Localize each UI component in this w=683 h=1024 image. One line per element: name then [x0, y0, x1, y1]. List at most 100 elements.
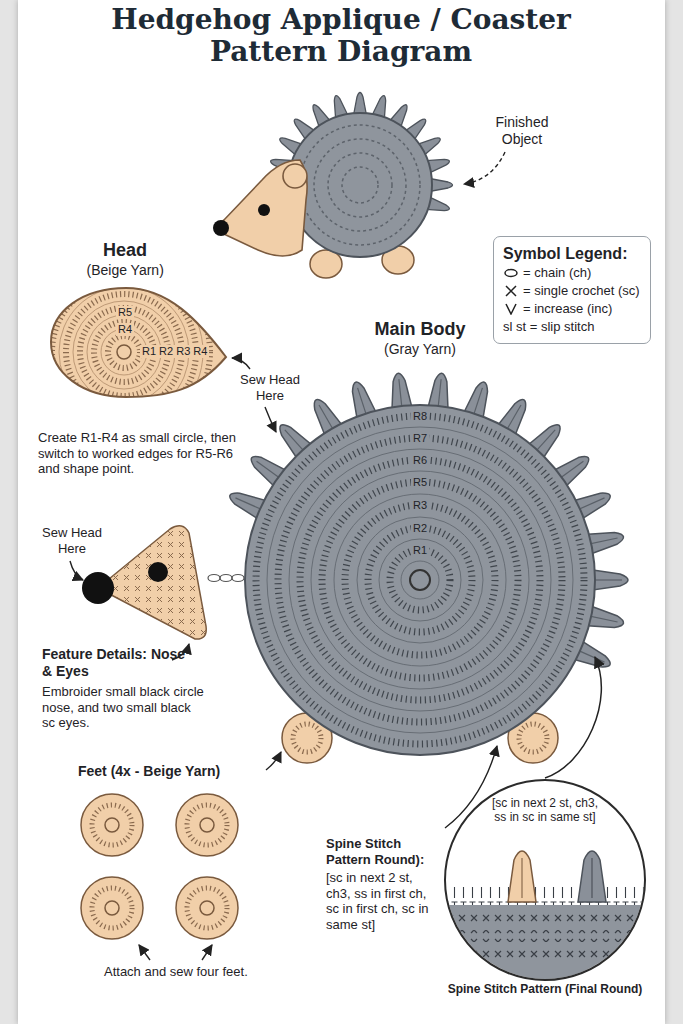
spine-detail-circle-outline	[445, 780, 645, 980]
main-body-fill	[300, 460, 540, 700]
main-body-fill	[390, 550, 450, 610]
section-subheading: (Gray Yarn)	[384, 341, 456, 358]
leader-arrows	[464, 152, 505, 184]
round-label: R1 R2 R3 R4	[140, 345, 209, 358]
head-piece-outline	[51, 288, 226, 397]
head-piece-outline	[48, 285, 230, 400]
feet-pieces	[200, 818, 214, 832]
round-label: R2	[411, 522, 429, 535]
spine-detail-fill	[521, 858, 522, 898]
stitch-symbol	[503, 267, 519, 279]
head-piece-fill	[38, 266, 210, 438]
increase-symbol	[506, 304, 516, 314]
head-piece: R5R4 R1 R2 R3 R4	[48, 285, 230, 400]
main-body-fill	[267, 427, 573, 733]
finished-hedgehog	[213, 220, 229, 236]
main-body-fill	[208, 575, 220, 582]
feet-pieces	[92, 888, 132, 928]
head-piece-fill	[108, 336, 140, 368]
head-piece-fill	[38, 266, 210, 438]
leader-arrows	[202, 945, 212, 960]
head-piece-fill	[51, 288, 226, 397]
head-piece-fill	[38, 266, 226, 438]
spine-detail-fill	[445, 910, 645, 922]
finished-hedgehog	[342, 167, 378, 203]
spine-detail-fill	[445, 930, 645, 942]
legend-row: = single crochet (sc)	[503, 282, 640, 300]
face-detail	[98, 526, 206, 639]
feet-pieces	[105, 901, 119, 915]
finished-hedgehog	[213, 93, 453, 279]
feet-pieces	[81, 877, 143, 939]
main-body-fill	[519, 724, 547, 752]
section-heading: Feet (4x - Beige Yarn)	[78, 763, 220, 780]
feet-pieces	[187, 888, 227, 928]
round-label: R5	[411, 476, 429, 489]
leader-arrows	[70, 152, 505, 960]
feet-pieces	[176, 877, 238, 939]
round-label: R1	[411, 544, 429, 557]
round-label: R5	[116, 306, 134, 319]
section-heading: Main Body	[375, 319, 466, 341]
legend-row: = chain (ch)	[503, 264, 640, 282]
stitch-note: [sc in next 2 st, ch3, ss in sc in same …	[486, 796, 604, 825]
spine-detail-fill	[445, 780, 645, 980]
section-heading: Feature Details: Nose & Eyes	[42, 646, 192, 680]
round-label: R4	[116, 323, 134, 336]
legend-text: sl st = slip stitch	[503, 318, 594, 336]
leader-arrows	[70, 561, 83, 580]
face-detail	[98, 526, 206, 639]
feet-pieces	[81, 794, 238, 939]
main-body-fill	[345, 505, 495, 655]
main-body-fill	[256, 416, 584, 744]
finished-hedgehog	[283, 164, 307, 188]
callout-text: Sew Head Here	[236, 372, 304, 403]
feet-pieces	[105, 818, 119, 832]
legend-text: = chain (ch)	[523, 264, 591, 282]
connector-arrow	[545, 657, 601, 778]
main-body-fill	[293, 724, 321, 752]
spine-detail-fill	[445, 780, 645, 985]
leader-arrows	[232, 358, 250, 369]
spine-detail-fill	[445, 887, 645, 985]
face-detail	[82, 526, 206, 639]
round-label: R8	[411, 410, 429, 423]
finished-hedgehog	[218, 160, 307, 256]
stitch-symbol	[503, 303, 519, 315]
face-detail	[82, 572, 114, 604]
main-body-fill	[289, 449, 551, 711]
callout-text: Sew Head Here	[38, 525, 106, 556]
leader-arrows	[445, 746, 497, 828]
main-body-fill	[208, 372, 628, 763]
spine-detail-fill	[508, 851, 536, 902]
main-body-fill	[311, 471, 529, 689]
round-label: R3	[411, 499, 429, 512]
round-label: R6	[411, 454, 429, 467]
feet-pieces	[187, 805, 227, 845]
note-text: Embroider small black circle nose, and t…	[42, 684, 207, 731]
main-body-circle-outline	[245, 405, 595, 755]
main-body-fill	[232, 575, 244, 582]
detail-caption: Spine Stitch Pattern (Final Round)	[440, 982, 650, 996]
feet-pieces	[81, 794, 143, 856]
legend-text: = single crochet (sc)	[523, 282, 640, 300]
feet-pieces	[176, 794, 238, 856]
diagram-title: Hedgehog Applique / Coaster Pattern Diag…	[101, 4, 581, 68]
main-body-fill	[322, 482, 518, 678]
note-text: [sc in next 2 st, ch3, ss in first ch, s…	[326, 870, 434, 932]
legend-text: = increase (inc)	[523, 300, 612, 318]
round-label: R7	[411, 432, 429, 445]
finished-hedgehog	[258, 204, 270, 216]
main-body-fill	[245, 405, 595, 755]
finished-hedgehog	[328, 153, 392, 217]
spine-detail-fill	[445, 887, 645, 905]
spine-detail-fill	[578, 851, 606, 902]
legend-box: Symbol Legend:= chain (ch)= single croch…	[493, 236, 651, 344]
leader-arrows	[265, 407, 276, 432]
feet-pieces	[200, 901, 214, 915]
single-crochet-symbol	[506, 286, 516, 296]
main-body-fill	[357, 517, 483, 643]
leader-arrows	[266, 752, 281, 770]
spine-detail-fill	[445, 905, 645, 985]
